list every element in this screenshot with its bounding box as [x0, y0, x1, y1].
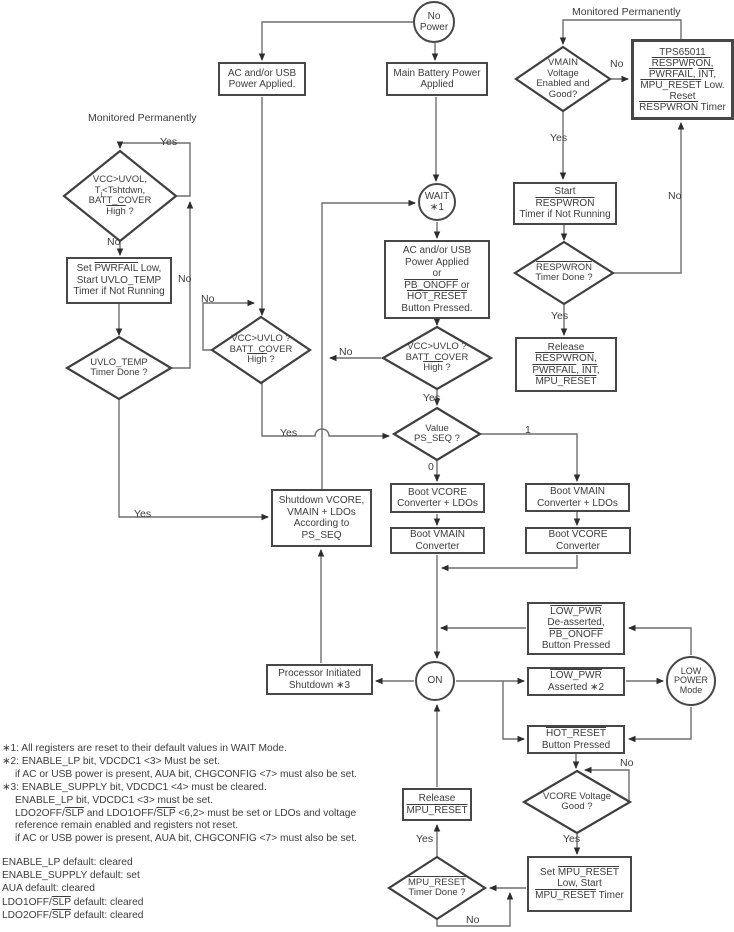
footnote-line: ∗3: ENABLE_SUPPLY bit, VDCDC1 <4> must b… [2, 781, 267, 793]
footnote-line: if AC or USB power is present, AUA bit, … [15, 833, 357, 845]
label-vcc1-no: No [201, 293, 215, 305]
footnote-line: reference remain enabled and registers n… [15, 820, 239, 832]
diamond-vcc-uvlo-1 [210, 315, 312, 385]
label-monitored-right: Monitored Permanently [572, 6, 681, 18]
label-vmain-yes: Yes [550, 132, 568, 144]
label-respwron-no: No [668, 190, 682, 202]
label-vcore-yes: Yes [563, 833, 581, 845]
label-psseq-0: 0 [428, 461, 434, 473]
label-monitored-left: Monitored Permanently [88, 112, 197, 124]
footnotes: ∗1: All registers are reset to their def… [2, 743, 357, 846]
diamond-respwron-timer [512, 240, 616, 306]
register-defaults: ENABLE_LP default: cleared ENABLE_SUPPLY… [2, 856, 143, 922]
diamond-vcc-uvlo-2 [380, 325, 494, 391]
diamond-uvlo-timer [64, 335, 174, 401]
footnote-line: ∗2: ENABLE_LP bit, VDCDC1 <3> Must be se… [2, 755, 220, 767]
default-line: LDO2OFF/SLP default: cleared [2, 909, 144, 921]
label-uvol-yes: Yes [160, 136, 178, 148]
label-psseq-1: 1 [525, 424, 531, 436]
default-line: ENABLE_SUPPLY default: set [2, 870, 140, 882]
label-vmain-no: No [610, 58, 624, 70]
label-vcore-no: No [620, 757, 634, 769]
state-on: ON [415, 661, 455, 701]
label-uvol-no: No [107, 236, 121, 248]
footnote-line: ENABLE_LP bit, VDCDC1 <3> must be set. [15, 794, 213, 806]
default-line: LDO1OFF/SLP default: cleared [2, 896, 144, 908]
state-wait: WAIT∗1 [418, 183, 456, 221]
label-mpu-yes: Yes [416, 833, 434, 845]
diamond-vcore-good [521, 769, 633, 835]
footnote-line: LDO2OFF/SLP and LDO1OFF/SLP <6,2> must b… [15, 807, 357, 819]
label-respwron-yes: Yes [551, 310, 569, 322]
default-line: AUA default: cleared [2, 883, 95, 895]
diamond-ps-seq [391, 406, 483, 462]
decision-diamond-shapes [62, 45, 633, 921]
label-vcc2-no: No [339, 346, 353, 358]
wire-lines [115, 19, 692, 927]
label-uvlo-no: No [178, 273, 192, 285]
label-mpu-no: No [466, 914, 480, 926]
label-vcc2-yes: Yes [423, 392, 441, 404]
footnote-line: ∗1: All registers are reset to their def… [2, 743, 287, 754]
diamond-vcc-uvol [62, 149, 178, 243]
default-line: ENABLE_LP default: cleared [2, 857, 133, 868]
label-vcc1-yes: Yes [280, 427, 298, 439]
diamond-mpu-timer [386, 855, 488, 921]
label-uvlo-yes: Yes [134, 508, 152, 520]
footnote-line: if AC or USB power is present, AUA bit, … [15, 768, 357, 780]
diamond-vmain-good [514, 45, 612, 113]
